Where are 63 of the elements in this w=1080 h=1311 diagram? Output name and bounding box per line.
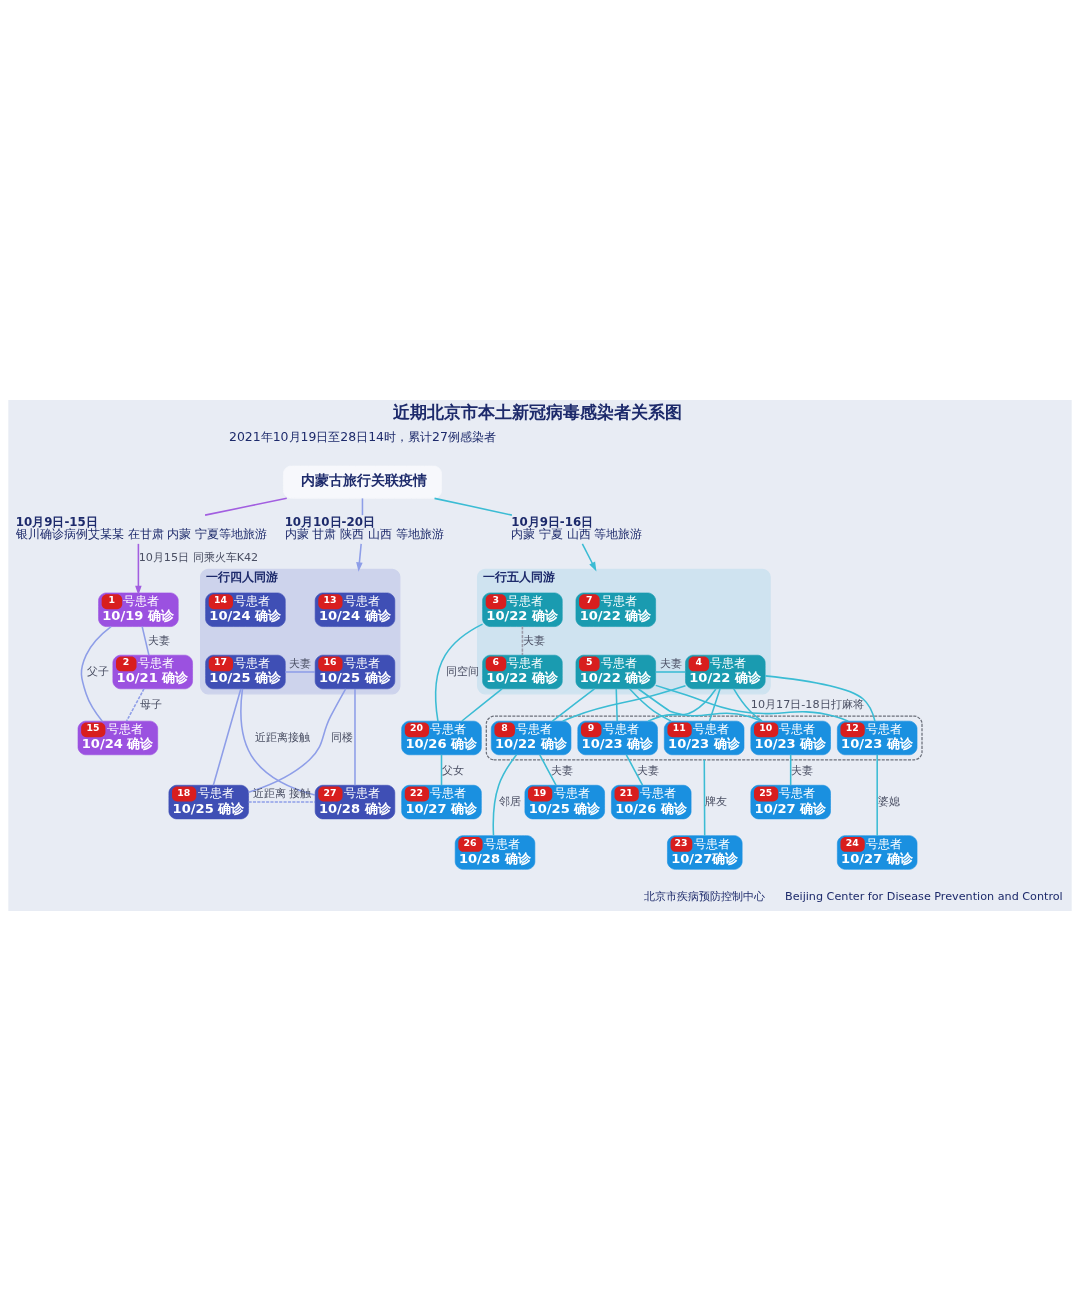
edge-label: 夫妻 <box>659 656 682 670</box>
arrow <box>581 543 597 572</box>
connector <box>764 675 876 722</box>
connector <box>615 688 618 722</box>
connector <box>708 688 721 722</box>
connector <box>625 754 644 786</box>
connector <box>551 688 596 722</box>
connector <box>434 623 484 722</box>
edge-label: 母子 <box>139 697 162 711</box>
connector <box>703 758 706 837</box>
node-box: 内蒙古旅行关联疫情 <box>283 465 442 499</box>
label: 北京市疾病预防控制中心 <box>644 890 766 904</box>
connector <box>654 671 687 673</box>
label: Beijing Center for Disease Prevention and Control <box>785 890 1063 904</box>
connector <box>789 754 792 786</box>
node-text: 10月10日-20日 内蒙 甘肃 陕西 山西 等地旅游 <box>284 515 444 542</box>
connector <box>876 754 878 837</box>
connector <box>440 754 443 786</box>
edge-label: 父女 <box>442 763 465 777</box>
edge-label: 夫妻 <box>147 633 170 647</box>
edge-label: 同楼 <box>331 730 354 744</box>
connector <box>654 684 849 722</box>
connector <box>284 671 316 673</box>
node-text: 10月9日-16日 内蒙 宁夏 山西 等地旅游 <box>511 515 643 542</box>
label: 2021年10月19日至28日14时，累计27例感染者 <box>229 429 496 445</box>
connector <box>461 688 503 722</box>
connector <box>204 497 288 516</box>
connector <box>141 625 150 656</box>
edge-label: 近距离 接触 <box>252 786 312 800</box>
edge-label: 10月15日 同乘火车K42 <box>138 550 259 564</box>
connector <box>521 625 524 656</box>
connector <box>240 688 316 796</box>
connector <box>492 754 518 837</box>
cluster <box>485 715 923 761</box>
connector <box>637 688 763 722</box>
connector <box>647 688 717 722</box>
connector <box>354 688 356 787</box>
connector <box>539 754 557 786</box>
edge-label: 10月17日-18日打麻将 <box>750 697 864 711</box>
edge-label: 同空间 <box>445 664 479 678</box>
connector <box>247 801 316 803</box>
connector <box>80 625 112 722</box>
edge-label: 牌友 <box>704 794 727 808</box>
edge-label: 邻居 <box>499 794 522 808</box>
edge-label: 夫妻 <box>289 656 312 670</box>
connector <box>628 688 672 722</box>
edge-label: 夫妻 <box>550 763 573 777</box>
connector <box>212 688 242 787</box>
diagram-title: 近期北京市本土新冠病毒感染者关系图 <box>393 402 683 423</box>
arrow <box>356 543 363 572</box>
connector <box>433 497 513 516</box>
edge-label: 婆媳 <box>877 794 900 808</box>
connector <box>561 685 687 722</box>
node-text: 10月9日-15日 银川确诊病例艾某某 在甘肃 内蒙 宁夏等地旅游 <box>15 515 268 542</box>
connector <box>125 688 145 722</box>
edge-label: 夫妻 <box>637 763 660 777</box>
edge-label: 夫妻 <box>791 763 814 777</box>
arrow <box>135 543 142 596</box>
edge-label: 近距离接触 <box>254 730 310 744</box>
connector <box>247 688 347 793</box>
edge-label: 夫妻 <box>522 633 545 647</box>
connector <box>733 688 763 722</box>
edge-label: 父子 <box>86 664 109 678</box>
